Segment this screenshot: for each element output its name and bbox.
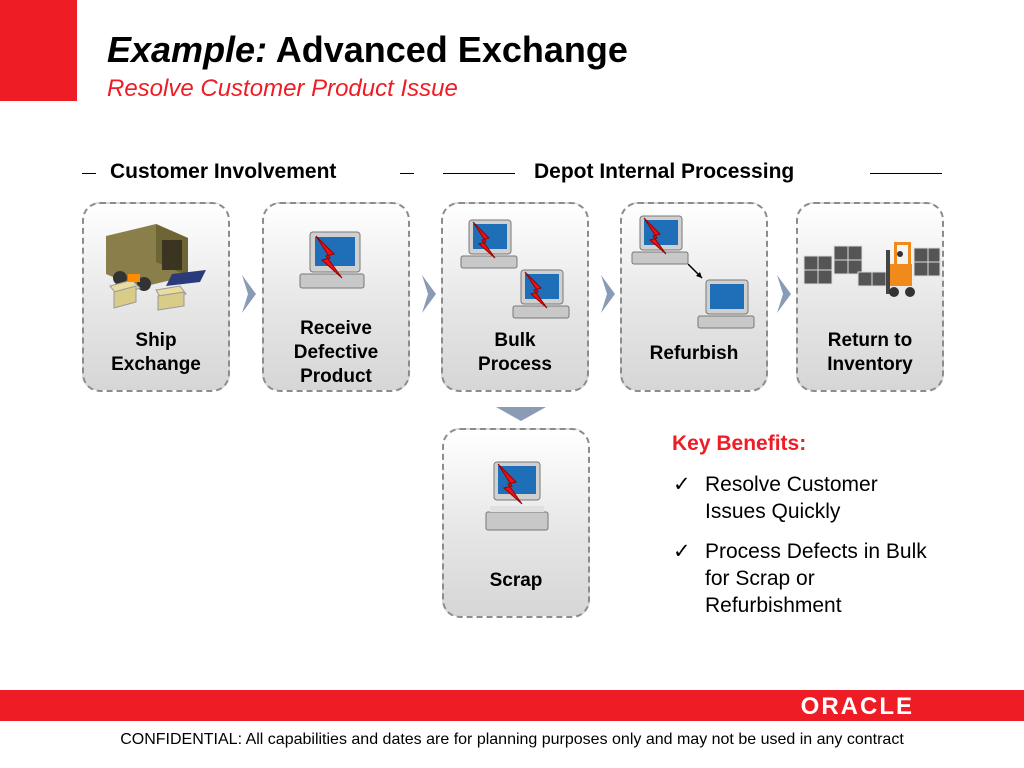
step-label: Refurbish [649,343,739,364]
brand-red-block [0,0,77,101]
chevron-right-icon [422,275,436,313]
step-label: Ship Exchange [111,330,201,375]
forklift-boxes-icon [803,242,941,297]
checkmark-icon: ✓ [673,473,691,496]
step-card-refurbish: Refurbish [620,202,768,392]
key-benefits-title: Key Benefits: [672,432,807,455]
title-text: Advanced Exchange [267,29,628,70]
chevron-right-icon [242,275,256,313]
chevron-right-icon [601,275,615,313]
phase-rule [400,173,414,174]
phase-rule [870,173,942,174]
slide-title: Example: Advanced Exchange [107,30,628,70]
slide-subtitle: Resolve Customer Product Issue [107,75,458,102]
benefit-text: Resolve Customer Issues Quickly [705,473,878,523]
computer-refurbish-icon [631,215,755,329]
chevron-down-icon [496,407,546,421]
multiple-defective-computers-icon [460,219,570,319]
step-label: Receive Defective Product [293,318,379,387]
chevron-right-icon [777,275,791,313]
phase-rule [82,173,96,174]
checkmark-icon: ✓ [673,540,691,563]
defective-computer-icon [299,231,365,289]
step-card-ship-exchange: Ship Exchange [82,202,230,392]
title-emphasis: Example: [107,29,268,70]
truck-boxes-icon [106,224,206,311]
step-card-bulk-process: Bulk Process [441,202,589,392]
step-card-return-to-inventory: Return to Inventory [796,202,944,392]
step-label: Return to Inventory [827,330,913,375]
benefit-text: Process Defects in Bulk for Scrap or Ref… [705,540,927,617]
phase-rule [443,173,515,174]
footer-bar [0,690,1024,721]
step-card-receive-defective-product: Receive Defective Product [262,202,410,392]
oracle-logo: ORACLE [800,693,914,720]
phase-depot-internal-processing: Depot Internal Processing [534,160,795,183]
confidential-notice: CONFIDENTIAL: All capabilities and dates… [120,731,904,748]
branch-card-scrap: Scrap [442,428,590,618]
step-label: Bulk Process [478,330,552,375]
scrap-computer-icon [485,461,549,531]
branch-label: Scrap [489,570,543,591]
phase-customer-involvement: Customer Involvement [110,160,337,183]
